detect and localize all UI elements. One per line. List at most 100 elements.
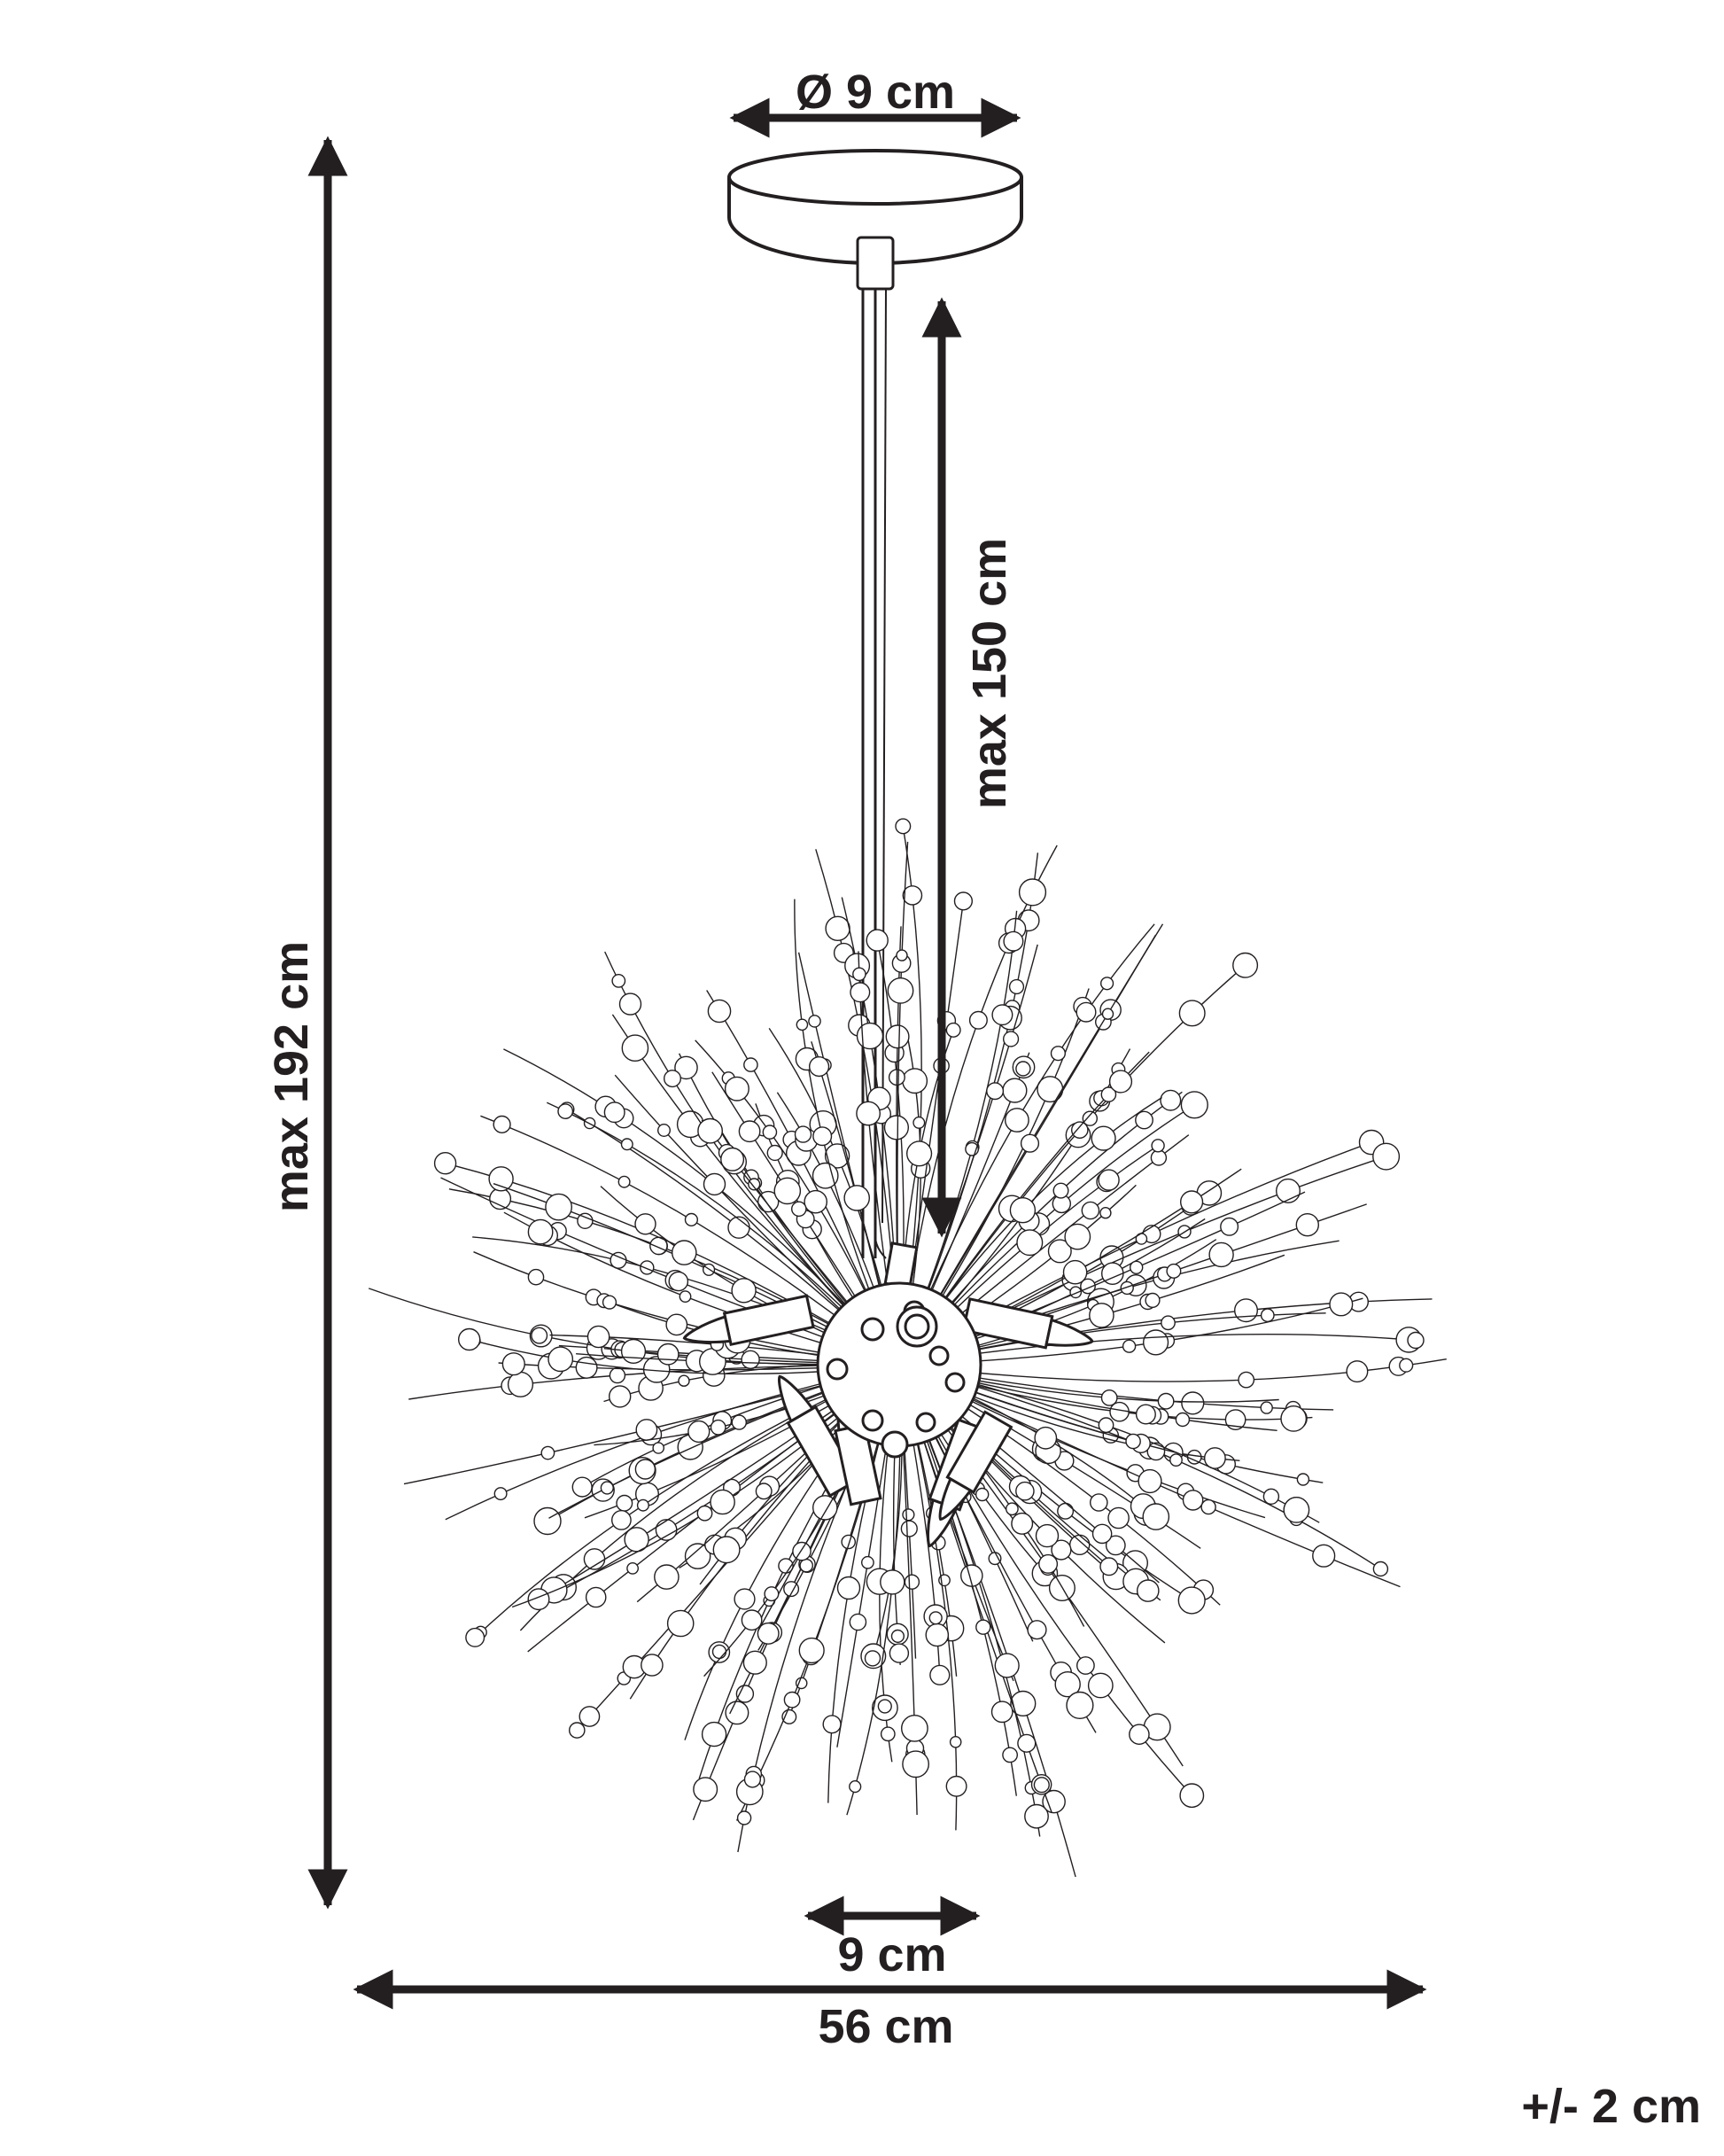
crystal-bead bbox=[654, 1564, 680, 1590]
crystal-bead bbox=[725, 1701, 749, 1725]
crystal-bead bbox=[895, 818, 912, 835]
crystal-bead bbox=[433, 1151, 457, 1175]
crystal-bead bbox=[710, 1419, 726, 1436]
crystal-bead bbox=[822, 1715, 842, 1734]
central-hub bbox=[682, 1241, 1094, 1548]
crystal-bead bbox=[1150, 1149, 1168, 1166]
crystal-bead bbox=[841, 1534, 857, 1550]
crystal-bead bbox=[781, 1708, 797, 1724]
crystal-bead bbox=[1006, 1502, 1019, 1516]
crystal-bead bbox=[621, 1034, 649, 1062]
crystal-bead bbox=[1260, 1401, 1273, 1414]
crystal-bead bbox=[902, 1068, 928, 1094]
crystal-bead bbox=[1295, 1212, 1320, 1237]
crystal-bead bbox=[960, 1564, 983, 1587]
crystal-bead bbox=[791, 1201, 807, 1218]
crystal-bead bbox=[1099, 977, 1114, 991]
suspension-length-label: max 150 cm bbox=[963, 538, 1016, 809]
crystal-bead bbox=[990, 1701, 1013, 1724]
crystal-bead bbox=[609, 1366, 626, 1384]
crystal-bead bbox=[575, 1356, 598, 1379]
crystal-bead bbox=[861, 1555, 874, 1569]
crystal-bead bbox=[600, 1481, 614, 1495]
dimension-arrows bbox=[307, 97, 1427, 2010]
crystal-bead bbox=[887, 977, 914, 1004]
crystal-bead bbox=[1042, 1789, 1066, 1814]
crystal-bead bbox=[586, 1325, 610, 1349]
crystal-bead bbox=[1100, 1389, 1118, 1406]
crystal-bead bbox=[1064, 1223, 1091, 1250]
crystal-bead bbox=[1009, 1196, 1037, 1224]
crystal-bead bbox=[617, 1175, 631, 1188]
crystal-bead bbox=[678, 1374, 690, 1387]
crystal-bead bbox=[1280, 1405, 1308, 1432]
crystal-bead bbox=[634, 1213, 656, 1235]
crystal-bead bbox=[1015, 1481, 1035, 1501]
crystal-bead bbox=[571, 1476, 593, 1498]
crystal-bead bbox=[611, 974, 626, 988]
crystal-bead bbox=[1129, 1260, 1144, 1275]
crystal-bead bbox=[856, 1101, 881, 1126]
crystal-bead bbox=[902, 885, 923, 906]
crystal-bead bbox=[652, 1442, 665, 1454]
crystal-bead bbox=[883, 1115, 909, 1140]
crystal-bead bbox=[929, 1664, 951, 1685]
crystal-bead bbox=[712, 1536, 741, 1564]
crystal-bead bbox=[1015, 1061, 1031, 1077]
crystal-bead bbox=[968, 1010, 988, 1030]
crystal-bead bbox=[1125, 1433, 1141, 1450]
crystal-bead bbox=[866, 929, 889, 952]
crystal-bead bbox=[641, 1654, 664, 1677]
crystal-bead bbox=[636, 1498, 649, 1512]
crystal-bead bbox=[1017, 1733, 1037, 1753]
crystal-bead bbox=[764, 1586, 780, 1602]
crystal-bead bbox=[1142, 1503, 1170, 1530]
crystal-bead bbox=[493, 1115, 511, 1133]
crystal-bead bbox=[655, 1519, 678, 1541]
crystal-bead bbox=[975, 1619, 991, 1635]
crystal-bead bbox=[1047, 1239, 1072, 1264]
crystal-bead bbox=[902, 1508, 915, 1522]
crystal-bead bbox=[1076, 1656, 1095, 1675]
crystal-bead bbox=[1157, 1392, 1175, 1410]
crystal-bead bbox=[975, 1487, 990, 1502]
crystal-bead bbox=[1090, 1493, 1108, 1512]
crystal-bead bbox=[812, 1162, 839, 1189]
crystal-bead bbox=[1224, 1409, 1246, 1431]
tolerance-label: +/- 2 cm bbox=[1521, 2080, 1701, 2133]
crystal-bead bbox=[1262, 1488, 1280, 1506]
crystal-bead bbox=[1160, 1089, 1182, 1111]
crystal-bead bbox=[877, 1699, 892, 1714]
crystal-bead bbox=[1208, 1241, 1234, 1268]
crystal-bead bbox=[634, 1459, 656, 1480]
crystal-bead bbox=[731, 1414, 747, 1430]
crystal-bead bbox=[925, 1623, 950, 1647]
crystal-bead bbox=[1099, 1557, 1119, 1576]
crystal-bead bbox=[896, 949, 908, 961]
crystal-bead bbox=[1005, 1108, 1029, 1132]
crystal-bead bbox=[1038, 1553, 1059, 1574]
crystal-bead bbox=[665, 1313, 688, 1336]
crystal-bead bbox=[735, 1685, 755, 1703]
crystal-bead bbox=[465, 1627, 485, 1647]
crystal-bead bbox=[684, 1212, 699, 1227]
crystal-bead bbox=[577, 1212, 594, 1230]
crystal-bead bbox=[711, 1644, 727, 1660]
crystal-bead bbox=[720, 1147, 745, 1171]
crystal-bead bbox=[794, 1125, 812, 1143]
crystal-bead bbox=[1082, 1110, 1099, 1126]
crystal-bead bbox=[501, 1352, 525, 1376]
crystal-bead bbox=[1016, 1229, 1044, 1257]
crystal-bead bbox=[1011, 1512, 1034, 1535]
crystal-bead bbox=[1051, 1539, 1072, 1561]
crystal-bead bbox=[710, 1489, 735, 1515]
crystal-bead bbox=[611, 1510, 632, 1530]
crystal-bead bbox=[736, 1810, 752, 1825]
crystal-bead bbox=[812, 1495, 838, 1521]
crystal-bead bbox=[849, 1613, 867, 1631]
crystal-bead bbox=[1182, 1490, 1204, 1511]
crystal-bead bbox=[664, 1070, 682, 1088]
crystal-bead bbox=[620, 1338, 647, 1364]
crystal-bead bbox=[620, 1138, 633, 1151]
